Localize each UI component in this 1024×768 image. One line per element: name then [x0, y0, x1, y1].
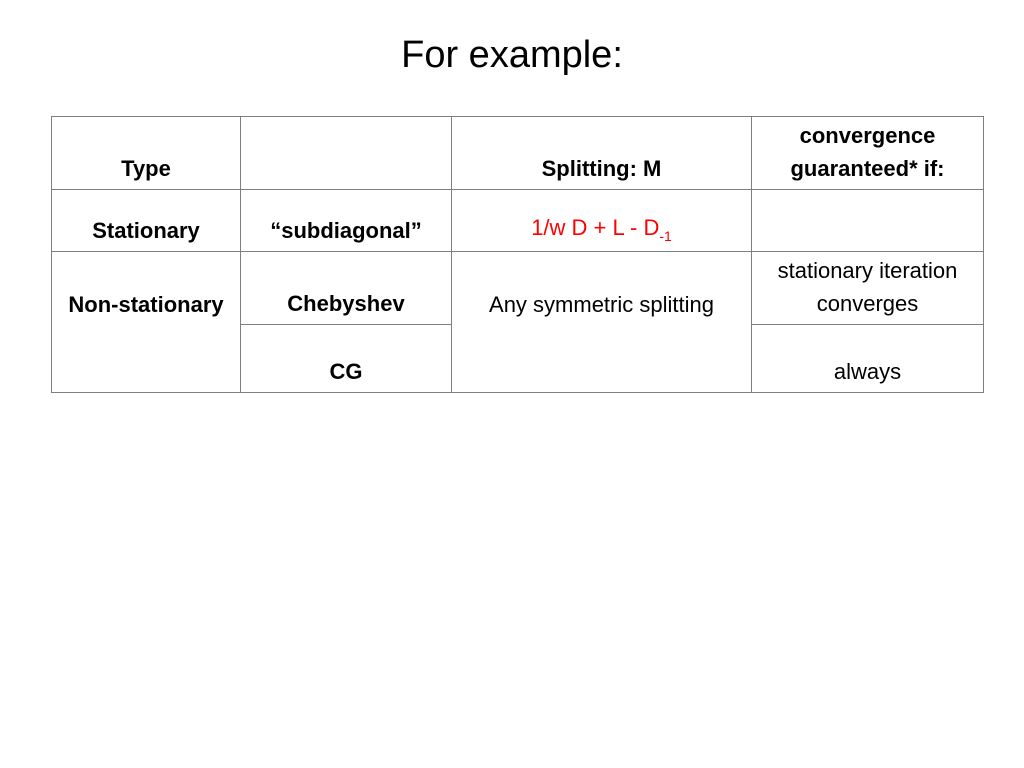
cell-method-subdiagonal: “subdiagonal”	[240, 189, 452, 252]
cell-convergence-chebyshev: stationary iteration converges	[751, 251, 984, 325]
header-method	[240, 116, 452, 190]
table-header-row: Type Splitting: M convergence guaranteed…	[51, 116, 984, 190]
cell-type-stationary: Stationary	[51, 189, 241, 252]
cell-type-nonstationary: Non-stationary	[51, 251, 241, 393]
cell-method-cg: CG	[240, 324, 452, 393]
header-convergence: convergence guaranteed* if:	[751, 116, 984, 190]
cell-convergence-stationary	[751, 189, 984, 252]
splitting-formula: 1/w D + L - D	[531, 215, 660, 240]
methods-table: Type Splitting: M convergence guaranteed…	[51, 116, 984, 393]
slide-title: For example:	[401, 34, 623, 76]
splitting-symmetric-label: Any symmetric splitting	[489, 292, 714, 317]
cell-method-chebyshev: Chebyshev	[240, 251, 452, 325]
header-type: Type	[51, 116, 241, 190]
cell-convergence-cg: always	[751, 324, 984, 393]
table-row-chebyshev: Non-stationary Chebyshev Any symmetric s…	[51, 251, 984, 393]
table-row-stationary: Stationary “subdiagonal” 1/w D + L - D-1	[51, 189, 984, 252]
type-nonstationary-label: Non-stationary	[68, 292, 224, 317]
cell-splitting-stationary: 1/w D + L - D-1	[451, 189, 752, 252]
header-splitting: Splitting: M	[451, 116, 752, 190]
cell-splitting-symmetric: Any symmetric splitting	[451, 251, 752, 393]
splitting-subscript: -1	[659, 228, 672, 244]
table-row-cg: CG always	[52, 324, 984, 393]
